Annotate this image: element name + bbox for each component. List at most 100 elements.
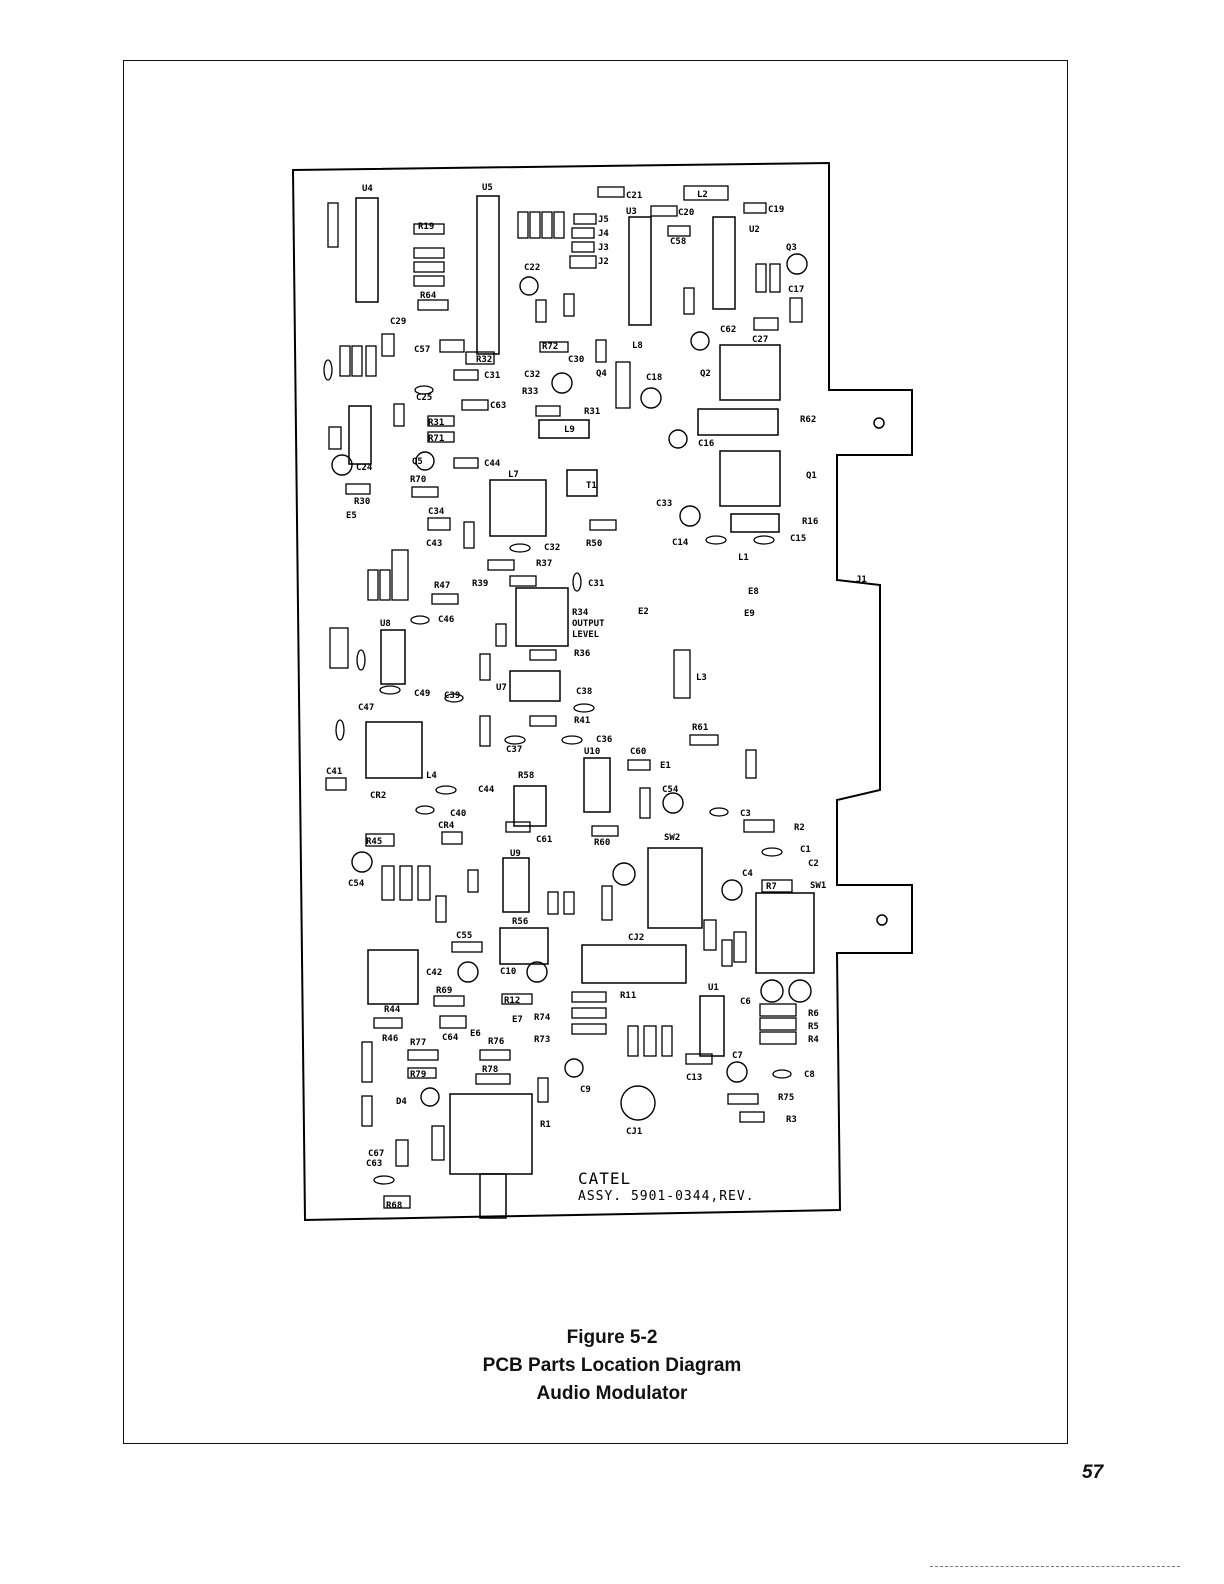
figure-subtitle: Audio Modulator xyxy=(536,1383,688,1404)
svg-text:R19: R19 xyxy=(418,222,434,232)
svg-text:C44: C44 xyxy=(484,459,501,469)
svg-text:E7: E7 xyxy=(512,1015,523,1025)
figure-title: PCB Parts Location Diagram xyxy=(482,1355,742,1376)
svg-text:J5: J5 xyxy=(598,215,609,225)
svg-text:J1: J1 xyxy=(856,575,867,585)
svg-text:L1: L1 xyxy=(738,553,749,563)
svg-text:E2: E2 xyxy=(638,607,649,617)
svg-text:C54: C54 xyxy=(348,879,365,889)
svg-text:C38: C38 xyxy=(576,687,592,697)
svg-text:U10: U10 xyxy=(584,747,600,757)
svg-text:C44: C44 xyxy=(478,785,495,795)
svg-text:C32: C32 xyxy=(544,543,560,553)
svg-text:C30: C30 xyxy=(568,355,584,365)
svg-text:R1: R1 xyxy=(540,1120,551,1130)
svg-text:C1: C1 xyxy=(800,845,811,855)
svg-text:R39: R39 xyxy=(472,579,488,589)
pot-label-level: LEVEL xyxy=(572,630,600,640)
svg-text:C18: C18 xyxy=(646,373,662,383)
svg-text:SW2: SW2 xyxy=(664,833,680,843)
svg-text:R64: R64 xyxy=(420,291,437,301)
svg-text:E6: E6 xyxy=(470,1029,481,1039)
svg-text:R41: R41 xyxy=(574,716,590,726)
svg-text:C27: C27 xyxy=(752,335,768,345)
page-number: 57 xyxy=(1082,1462,1104,1483)
svg-text:R73: R73 xyxy=(534,1035,550,1045)
svg-text:C32: C32 xyxy=(524,370,540,380)
svg-text:C20: C20 xyxy=(678,208,694,218)
svg-text:C40: C40 xyxy=(450,809,466,819)
svg-text:C10: C10 xyxy=(500,967,516,977)
svg-text:R68: R68 xyxy=(386,1201,402,1211)
svg-text:C60: C60 xyxy=(630,747,646,757)
svg-text:C37: C37 xyxy=(506,745,522,755)
svg-text:C33: C33 xyxy=(656,499,672,509)
svg-text:U3: U3 xyxy=(626,207,637,217)
svg-text:C6: C6 xyxy=(740,997,751,1007)
svg-text:CJ1: CJ1 xyxy=(626,1127,642,1137)
svg-text:U2: U2 xyxy=(749,225,760,235)
svg-text:R37: R37 xyxy=(536,559,552,569)
pot-label-ref: R34 xyxy=(572,608,589,618)
svg-text:R60: R60 xyxy=(594,838,610,848)
svg-text:R44: R44 xyxy=(384,1005,401,1015)
svg-text:R56: R56 xyxy=(512,917,528,927)
svg-text:R46: R46 xyxy=(382,1034,398,1044)
svg-text:C21: C21 xyxy=(626,191,642,201)
component-labels: U4 U5 C21 L2 U3 C20 C19 U2 Q3 C17 R19 J5… xyxy=(326,183,867,1211)
svg-text:R79: R79 xyxy=(410,1070,426,1080)
svg-text:R4: R4 xyxy=(808,1035,819,1045)
svg-text:L2: L2 xyxy=(697,190,708,200)
svg-text:L4: L4 xyxy=(426,771,437,781)
svg-text:R5: R5 xyxy=(808,1022,819,1032)
svg-text:R30: R30 xyxy=(354,497,370,507)
svg-text:R58: R58 xyxy=(518,771,534,781)
modules xyxy=(365,344,815,1219)
svg-text:J4: J4 xyxy=(598,229,609,239)
svg-text:C31: C31 xyxy=(588,579,604,589)
svg-text:R12: R12 xyxy=(504,996,520,1006)
svg-text:R75: R75 xyxy=(778,1093,794,1103)
svg-text:C64: C64 xyxy=(442,1033,459,1043)
svg-text:R62: R62 xyxy=(800,415,816,425)
svg-text:U7: U7 xyxy=(496,683,507,693)
pot-label-output: OUTPUT xyxy=(572,619,605,629)
ic-packages xyxy=(348,195,736,1057)
svg-text:L8: L8 xyxy=(632,341,643,351)
svg-text:R76: R76 xyxy=(488,1037,504,1047)
svg-text:R50: R50 xyxy=(586,539,602,549)
svg-text:L9: L9 xyxy=(564,425,575,435)
svg-text:C54: C54 xyxy=(662,785,679,795)
svg-text:C62: C62 xyxy=(720,325,736,335)
svg-text:R11: R11 xyxy=(620,991,636,1001)
svg-text:CR2: CR2 xyxy=(370,791,386,801)
svg-text:C46: C46 xyxy=(438,615,454,625)
mounting-hole-bottom xyxy=(876,914,888,926)
svg-text:Q2: Q2 xyxy=(700,369,711,379)
svg-text:R78: R78 xyxy=(482,1065,498,1075)
svg-text:R71: R71 xyxy=(428,434,444,444)
svg-text:U9: U9 xyxy=(510,849,521,859)
svg-text:R74: R74 xyxy=(534,1013,551,1023)
svg-text:R72: R72 xyxy=(542,342,558,352)
svg-text:C63: C63 xyxy=(366,1159,382,1169)
svg-text:R3: R3 xyxy=(786,1115,797,1125)
board-maker: CATEL xyxy=(578,1169,631,1188)
page-border xyxy=(123,60,1068,1444)
svg-text:R2: R2 xyxy=(794,823,805,833)
svg-text:U1: U1 xyxy=(708,983,719,993)
svg-text:L7: L7 xyxy=(508,470,519,480)
svg-text:C13: C13 xyxy=(686,1073,702,1083)
svg-text:E9: E9 xyxy=(744,609,755,619)
svg-text:CJ2: CJ2 xyxy=(628,933,644,943)
passive-parts xyxy=(325,185,803,1209)
svg-text:C43: C43 xyxy=(426,539,442,549)
svg-text:R7: R7 xyxy=(766,882,777,892)
svg-text:C2: C2 xyxy=(808,859,819,869)
svg-text:R47: R47 xyxy=(434,581,450,591)
svg-text:Q4: Q4 xyxy=(596,369,607,379)
svg-text:T1: T1 xyxy=(586,481,597,491)
svg-text:C67: C67 xyxy=(368,1149,384,1159)
svg-text:R61: R61 xyxy=(692,723,708,733)
figure-number: Figure 5-2 xyxy=(566,1327,658,1348)
